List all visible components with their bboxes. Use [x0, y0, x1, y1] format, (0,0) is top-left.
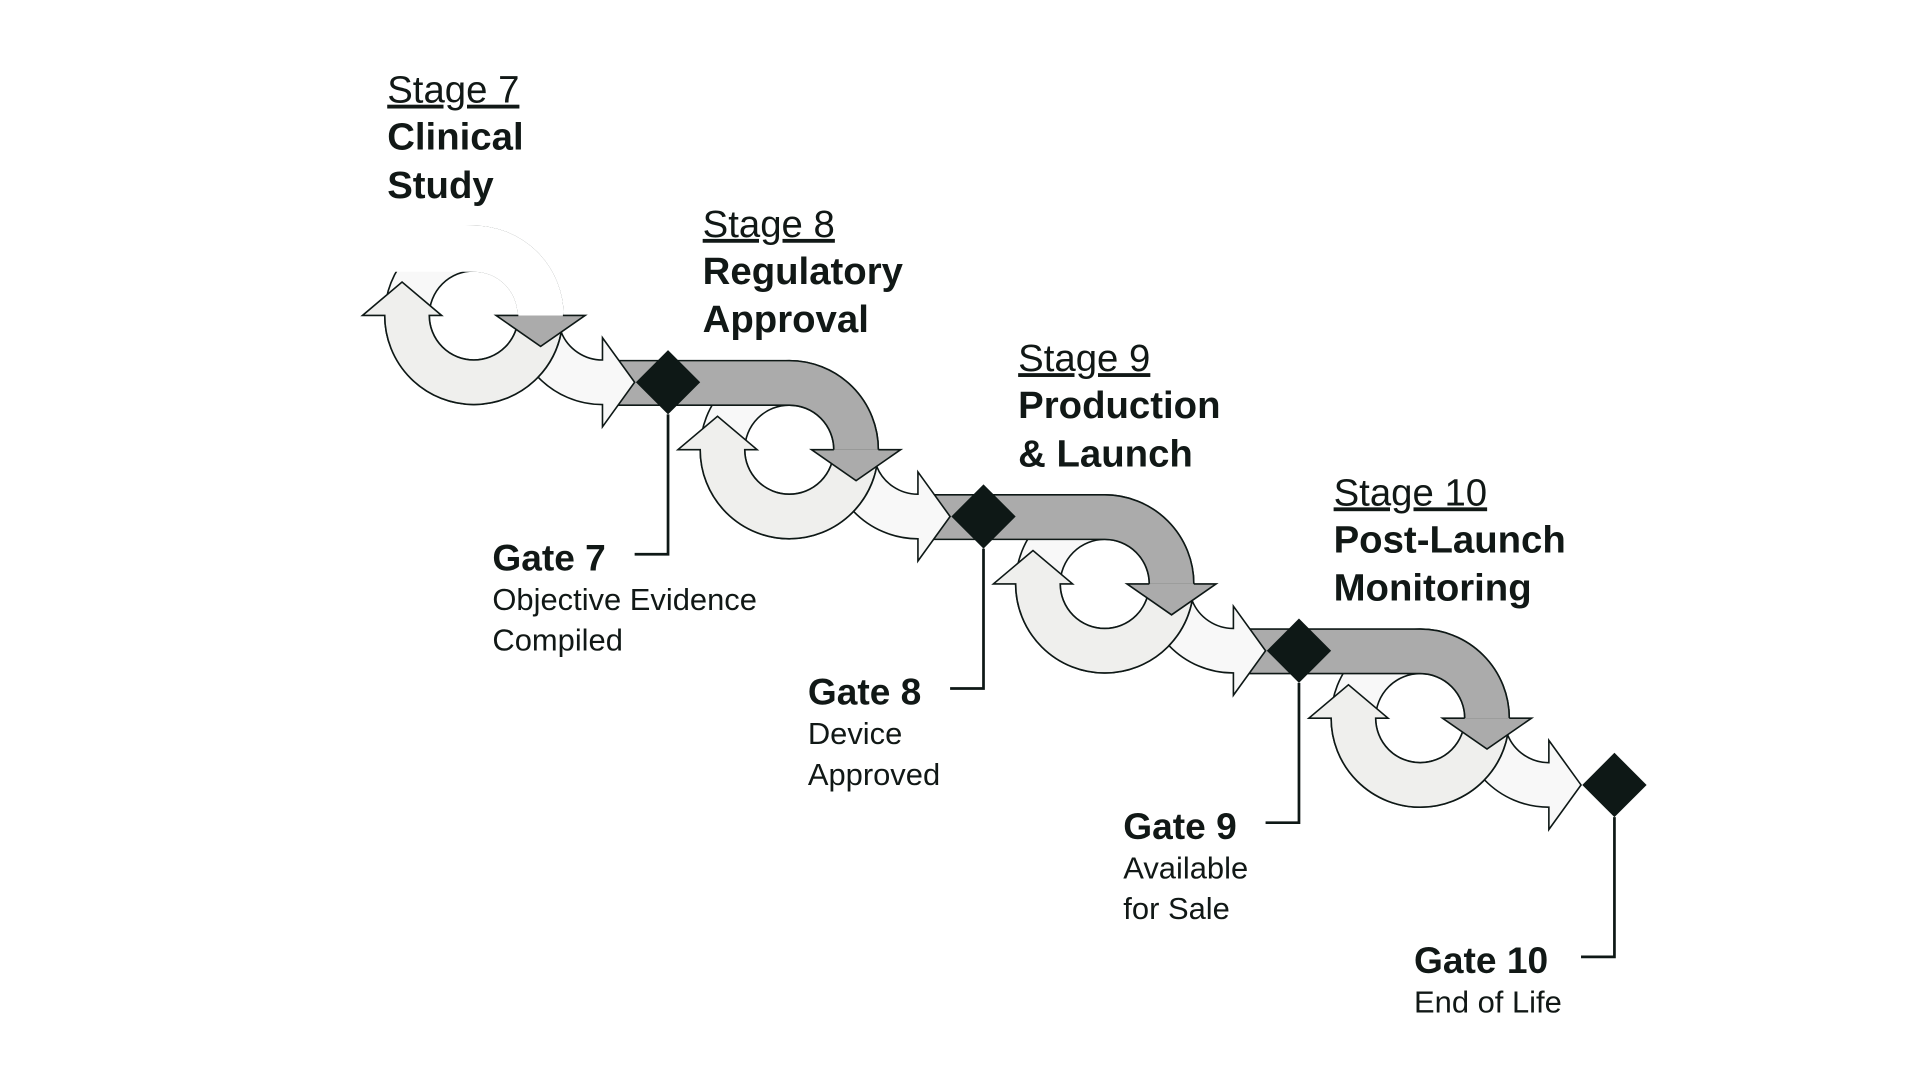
stage-label-8: Stage 8 Regulatory Approval: [703, 203, 904, 341]
gate-description-line: Approved: [808, 757, 940, 792]
gate-title: Gate 10: [1414, 939, 1548, 981]
stage-title-line: Approval: [703, 298, 869, 341]
stage-title-line: Production: [1018, 384, 1220, 427]
stage-title-line: Post-Launch: [1334, 518, 1566, 561]
gate-diamond-icon: [1582, 752, 1647, 818]
gate-leader-line: [1265, 682, 1301, 825]
stage-number: Stage 9: [1018, 337, 1150, 380]
gate-connector-arrow: [852, 463, 952, 564]
gate-connector-arrow: [1167, 597, 1267, 698]
gate-title: Gate 9: [1123, 805, 1236, 847]
stage-number: Stage 7: [387, 69, 519, 112]
stage-flow-arrowhead: [496, 315, 586, 347]
stage-title-line: Study: [387, 164, 494, 207]
gate-description-line: Device: [808, 716, 902, 751]
gate-diamond-icon: [635, 350, 701, 415]
gate-leader-line: [634, 414, 670, 556]
gate-label-9: Gate 9 Available for Sale: [1123, 805, 1248, 926]
gate-description-line: for Sale: [1123, 891, 1230, 926]
gate-description-line: End of Life: [1414, 985, 1562, 1020]
stage-label-10: Stage 10 Post-Launch Monitoring: [1334, 471, 1566, 609]
gate-diamond-icon: [951, 484, 1016, 549]
iteration-return-arrow: [991, 549, 1195, 674]
stage-flow-arrowhead-outline: [1124, 583, 1219, 616]
stage-number: Stage 10: [1334, 471, 1488, 514]
stage-flow-arrowhead: [1442, 718, 1532, 750]
stage-flow-arrowhead: [1127, 583, 1217, 615]
gate-description-line: Compiled: [492, 623, 623, 658]
iteration-return-arrow: [675, 415, 880, 540]
gate-connector-arrow: [537, 329, 636, 430]
iteration-return-arrow: [1306, 683, 1511, 809]
gate-title: Gate 7: [492, 536, 605, 578]
stage-flow-arrowhead-outline: [493, 314, 588, 348]
gate-label-10: Gate 10 End of Life: [1414, 939, 1562, 1020]
gate-label-7: Gate 7 Objective Evidence Compiled: [492, 536, 757, 657]
stage-flow-band-outline: [931, 494, 1195, 584]
iteration-return-arrow: [360, 281, 564, 406]
gate-leader-line: [950, 548, 985, 690]
stage-title-line: & Launch: [1018, 432, 1193, 475]
gate-description-line: Available: [1123, 850, 1248, 885]
gate-description-line: Objective Evidence: [492, 582, 757, 617]
stage-number: Stage 8: [703, 203, 835, 246]
gate-leader-line: [1581, 817, 1616, 959]
gate-label-8: Gate 8 Device Approved: [808, 671, 940, 792]
stage-flow-band-outline: [306, 225, 564, 316]
stage-title-line: Monitoring: [1334, 567, 1532, 610]
stage-label-7: Stage 7 Clinical Study: [387, 69, 523, 207]
gate-title: Gate 8: [808, 671, 921, 713]
stage-flow-arrowhead-outline: [1439, 717, 1535, 751]
stage-title-line: Regulatory: [703, 250, 904, 293]
stage-flow-arrowhead: [811, 449, 901, 481]
stage-flow-arrowhead-outline: [808, 448, 904, 482]
stage-flow-band: [306, 226, 563, 316]
gate-diamond-icon: [1266, 618, 1332, 683]
stage-flow-band-outline: [1247, 628, 1511, 719]
stage-flow-band-outline: [616, 359, 880, 450]
gate-connector-arrow: [1483, 732, 1583, 832]
stage-title-line: Clinical: [387, 116, 523, 159]
stage-label-9: Stage 9 Production & Launch: [1018, 337, 1220, 475]
